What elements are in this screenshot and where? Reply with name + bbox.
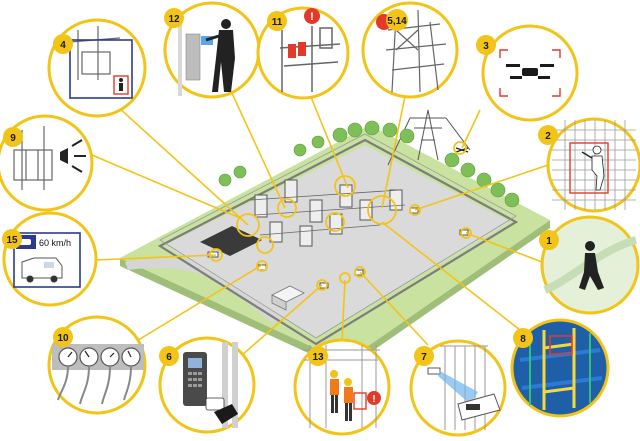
callout-9: 9 (0, 114, 94, 212)
callout-5-14-number: 5,14 (387, 16, 407, 27)
substation-site (120, 109, 550, 370)
speed-readout: 60 km/h (39, 238, 71, 248)
callout-15: 60 km/h 15 (2, 211, 98, 307)
callout-2: 2 (538, 117, 640, 213)
callout-3: 3 (476, 24, 579, 122)
workers-alert-icon: ! (302, 345, 381, 428)
camera-gate-icon (427, 345, 501, 430)
transformer-detection-frame-icon (69, 26, 133, 99)
callout-11: ! 11 (256, 6, 350, 100)
transformer-alert-icon: ! (279, 8, 341, 92)
callout-6-number: 6 (166, 352, 172, 363)
callout-4-number: 4 (60, 40, 66, 51)
callout-5-14: 5,14 (361, 1, 459, 99)
drone-icon (499, 49, 561, 97)
callout-13: ! 13 (293, 338, 391, 436)
callout-8: 8 (510, 318, 610, 418)
callout-9-number: 9 (10, 133, 16, 144)
callout-1-number: 1 (546, 236, 552, 247)
callout-15-number: 15 (6, 235, 18, 246)
callout-6: 6 (158, 336, 256, 434)
callout-10: 10 (47, 315, 147, 415)
callout-8-number: 8 (520, 334, 526, 345)
fence-climber-icon (552, 120, 636, 210)
guard-with-camera-icon (178, 19, 235, 96)
callout-2-number: 2 (545, 131, 551, 142)
callout-10-number: 10 (57, 333, 69, 344)
access-control-reader-icon (183, 342, 238, 428)
callout-11-number: 11 (272, 17, 283, 28)
callout-3-number: 3 (483, 41, 489, 52)
thermal-structure-icon (519, 328, 603, 410)
alert-mark: ! (372, 394, 375, 405)
alert-mark: ! (310, 11, 314, 23)
callout-4: 4 (47, 18, 147, 118)
walking-person-icon (543, 236, 638, 294)
callout-7: 7 (409, 339, 507, 437)
callout-12: 12 (163, 1, 261, 99)
callout-7-number: 7 (421, 352, 427, 363)
gauges-icon (52, 344, 144, 405)
callout-1: 1 (539, 215, 640, 315)
highlight-rings (209, 141, 472, 291)
callout-12-number: 12 (168, 14, 180, 25)
callout-13-number: 13 (312, 352, 324, 363)
